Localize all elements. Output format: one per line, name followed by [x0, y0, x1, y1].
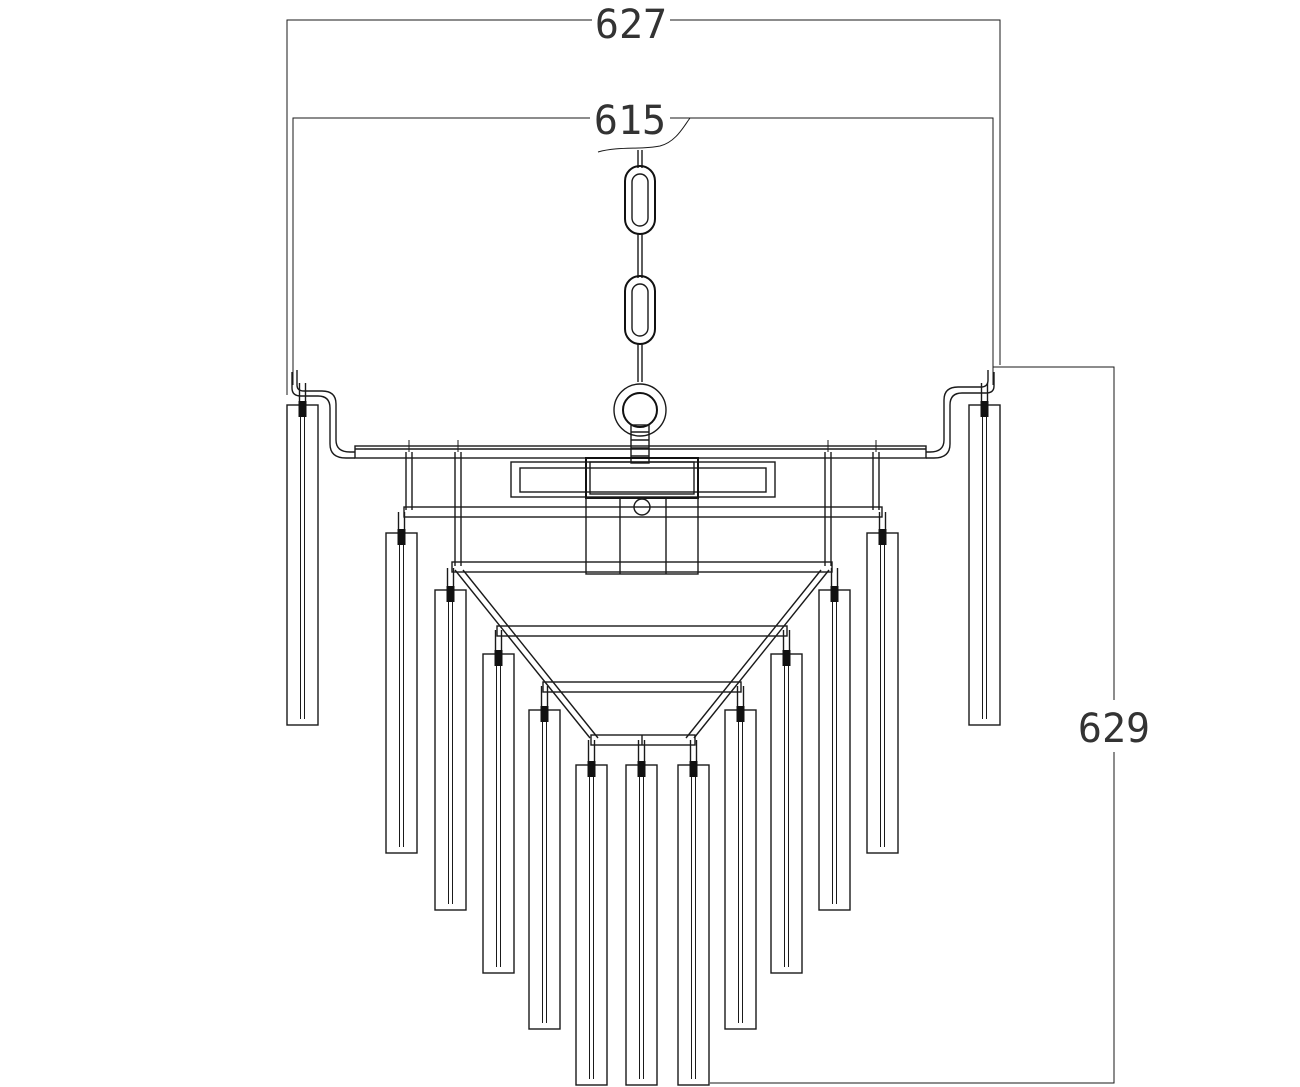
dimension-overall-width-label: 627 — [595, 2, 667, 48]
dimension-frame-width: 615 — [292, 96, 994, 385]
crystal-prism — [724, 686, 757, 1030]
crystal-prism — [482, 630, 515, 974]
crystal-prism — [770, 630, 803, 974]
crystal-prism — [677, 740, 710, 1086]
crystal-prism — [818, 568, 851, 911]
crystal-prism — [625, 740, 658, 1086]
dimension-height: 629 — [710, 366, 1154, 1084]
dimension-height-label: 629 — [1078, 706, 1150, 752]
hanging-ring — [613, 383, 667, 464]
support-arms — [454, 569, 830, 739]
crystal-prism — [385, 512, 418, 854]
crystal-prism — [968, 383, 1001, 726]
top-frame — [291, 370, 995, 459]
central-housing — [510, 457, 776, 575]
crystal-prism — [528, 686, 561, 1030]
crystal-prism — [286, 383, 319, 726]
crossbars — [403, 506, 883, 746]
dimension-frame-width-label: 615 — [594, 98, 666, 144]
suspension-rods — [405, 440, 880, 566]
crystal-prism — [866, 512, 899, 854]
chain — [624, 150, 656, 382]
crystal-prism — [434, 568, 467, 911]
dimension-overall-width: 627 — [286, 0, 1001, 395]
crystal-prisms — [286, 383, 1001, 1086]
crystal-prism — [575, 740, 608, 1086]
